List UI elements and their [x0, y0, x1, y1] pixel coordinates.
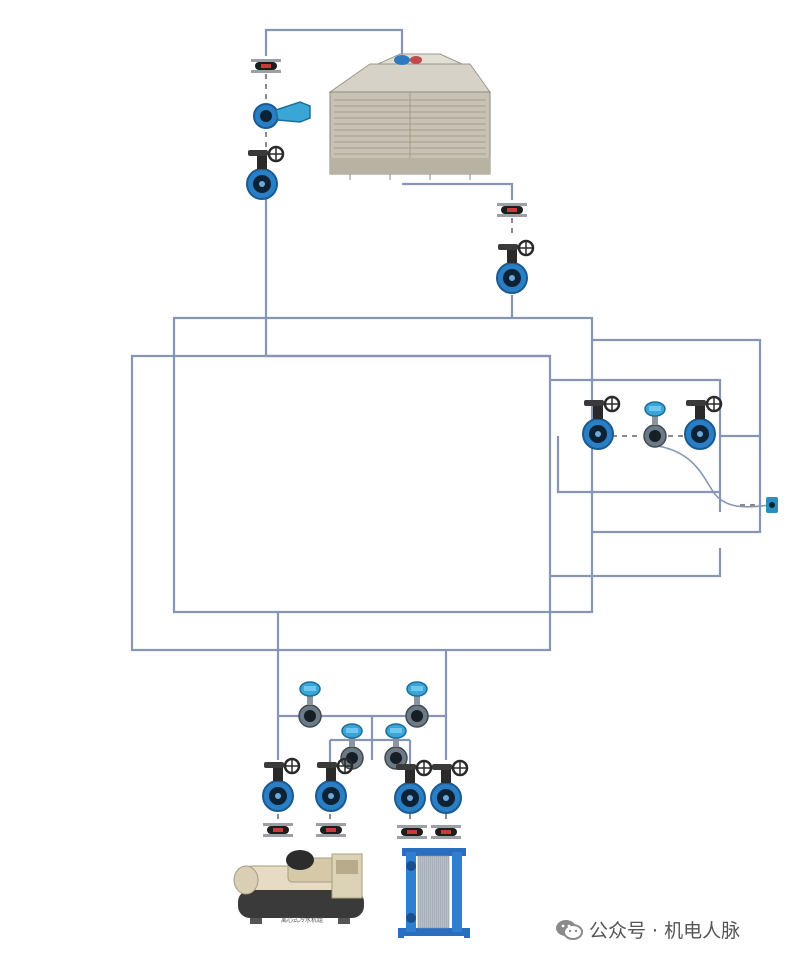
actuated-valve-icon [405, 681, 429, 728]
gear-valve-icon [581, 395, 621, 451]
flex-joint-icon [316, 823, 346, 837]
flex-joint-icon [431, 825, 461, 839]
watermark-text: 公众号 · 机电人脉 [589, 920, 741, 942]
electric-valve-icon [253, 101, 311, 129]
valves [245, 59, 778, 839]
gear-valve-icon [495, 239, 535, 295]
plate-heat-exchanger-icon [398, 848, 470, 938]
flex-joint-icon [397, 825, 427, 839]
pipe-network [130, 28, 771, 775]
flex-joint-icon [497, 203, 527, 217]
gear-valve-icon [393, 759, 433, 815]
gear-valve-icon [683, 395, 723, 451]
actuated-valve-icon [298, 681, 322, 728]
sensor-icon [766, 497, 778, 513]
flex-joint-icon [251, 59, 281, 73]
wechat-icon [556, 919, 583, 940]
actuated-valve-icon [643, 401, 667, 448]
chiller-icon [233, 850, 364, 924]
chiller-caption: 离心式冷水机组 [281, 916, 323, 924]
cooling-tower-icon [328, 53, 491, 180]
gear-valve-icon [429, 759, 469, 815]
flex-joint-icon [263, 823, 293, 837]
watermark: 公众号 · 机电人脉 [555, 916, 740, 943]
gear-valve-icon [261, 757, 301, 813]
actuated-valve-icon [384, 723, 408, 770]
gear-valve-icon [245, 145, 285, 201]
